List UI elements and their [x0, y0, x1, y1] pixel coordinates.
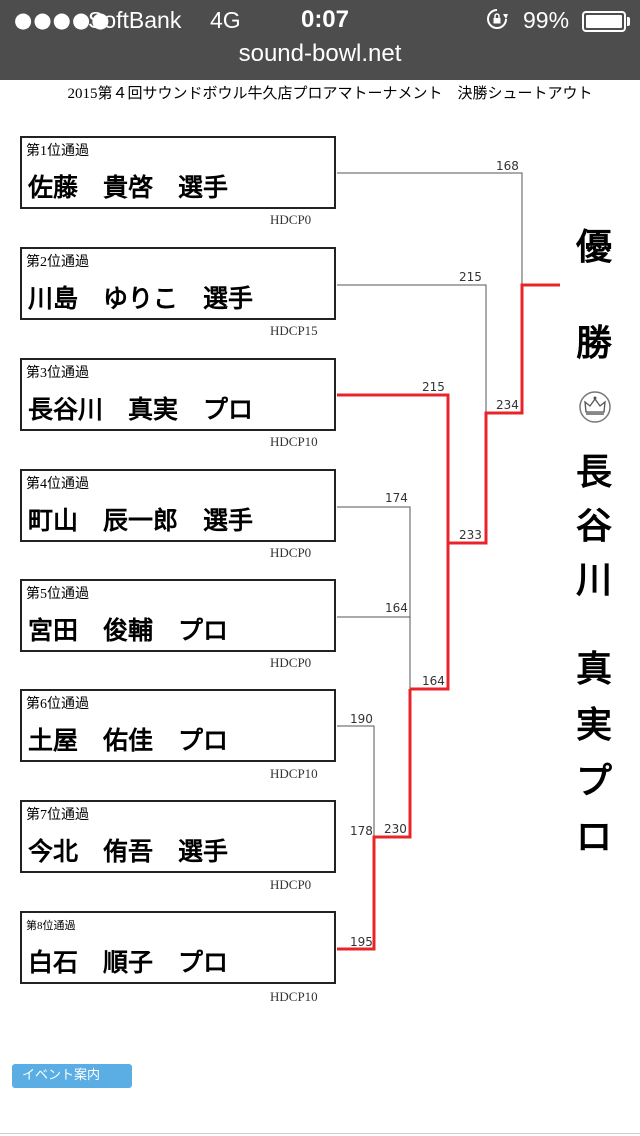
- champion-label-1: 優: [575, 226, 612, 268]
- carrier-name: SoftBank: [88, 7, 182, 33]
- champion-name-char: ロ: [575, 816, 612, 858]
- player-name: 宮田 俊輔 プロ: [28, 616, 229, 645]
- player-card-1: 第1位通過 佐藤 貴啓 選手: [20, 136, 336, 209]
- champion-label-2: 勝: [575, 322, 612, 364]
- score-label: 233: [459, 528, 482, 542]
- player-handicap: HDCP10: [270, 434, 318, 449]
- crown-icon: [579, 391, 611, 423]
- player-card-2: 第2位通過 川島 ゆりこ 選手: [20, 247, 336, 320]
- player-card-4: 第4位通過 町山 辰一郎 選手: [20, 469, 336, 542]
- score-label: 234: [496, 398, 519, 412]
- player-name: 佐藤 貴啓 選手: [28, 173, 229, 202]
- bracket-line-match2: [337, 616, 411, 689]
- champion-name-char: 川: [575, 559, 612, 601]
- battery-tip: [627, 17, 630, 26]
- player-card-6: 第6位通過 土屋 佑佳 プロ: [20, 689, 336, 762]
- bracket-line-match1: [337, 725, 375, 840]
- player-handicap: HDCP0: [270, 877, 312, 892]
- player-handicap: HDCP0: [270, 212, 312, 227]
- seed-label: 第4位通過: [26, 477, 89, 492]
- seed-label: 第6位通過: [26, 697, 89, 712]
- battery-level: [586, 15, 622, 28]
- address-bar-url[interactable]: sound-bowl.net: [238, 40, 402, 67]
- champion-name-char: 谷: [575, 505, 612, 547]
- score-label: 230: [384, 822, 407, 836]
- seed-label: 第1位通過: [26, 144, 89, 159]
- champion-name-char: プ: [575, 760, 612, 802]
- clock-time: 0:07: [300, 6, 350, 33]
- player-handicap: HDCP10: [270, 766, 318, 781]
- battery-icon: [582, 11, 626, 32]
- player-card-5: 第5位通過 宮田 俊輔 プロ: [20, 579, 336, 652]
- score-label: 215: [459, 270, 482, 284]
- player-name: 川島 ゆりこ 選手: [28, 284, 254, 313]
- bracket-line-match3: [337, 506, 411, 617]
- champion-name-char: 真: [575, 648, 612, 690]
- player-card-7: 第7位通過 今北 侑吾 選手: [20, 800, 336, 873]
- score-label: 215: [422, 380, 445, 394]
- score-label: 164: [422, 674, 445, 688]
- score-label: 168: [496, 159, 519, 173]
- player-handicap: HDCP0: [270, 655, 312, 670]
- player-handicap: HDCP10: [270, 989, 318, 1004]
- champion-name-char: 実: [575, 704, 612, 746]
- player-card-8: 第8位通過 白石 順子 プロ: [20, 911, 336, 984]
- bracket-line-match5: [337, 284, 487, 413]
- player-name: 白石 順子 プロ: [28, 948, 229, 977]
- status-bar: ●●●●● SoftBank 4G 0:07 99% sound-bowl.ne…: [0, 0, 640, 80]
- score-label: 174: [385, 491, 408, 505]
- tournament-title: 2015第４回サウンドボウル牛久店プロアマトーナメント 決勝シュートアウト: [67, 86, 593, 102]
- seed-label: 第5位通過: [26, 587, 89, 602]
- winner-path: [337, 283, 560, 951]
- player-handicap: HDCP15: [270, 323, 318, 338]
- player-card-3: 第3位通過 長谷川 真実 プロ: [20, 358, 336, 431]
- player-name: 土屋 佑佳 プロ: [28, 726, 229, 755]
- event-info-button[interactable]: イベント案内: [12, 1064, 132, 1088]
- bracket-line-match4: [410, 543, 449, 690]
- bracket-line-match6: [337, 172, 523, 285]
- champion-name-char: 長: [575, 451, 612, 493]
- seed-label: 第7位通過: [26, 808, 89, 823]
- player-name: 長谷川 真実 プロ: [28, 395, 254, 424]
- player-name: 今北 侑吾 選手: [28, 837, 229, 866]
- score-label: 195: [350, 935, 373, 949]
- battery-percent: 99%: [523, 7, 570, 33]
- score-label: 164: [385, 601, 408, 615]
- seed-label: 第8位通過: [26, 920, 76, 932]
- seed-label: 第3位通過: [26, 366, 89, 381]
- signal-strength-icon: ●●●●●: [14, 8, 111, 32]
- rotation-lock-icon: [487, 9, 508, 29]
- player-handicap: HDCP0: [270, 545, 312, 560]
- seed-label: 第2位通過: [26, 255, 89, 270]
- score-label: 178: [350, 824, 373, 838]
- page-divider: [0, 1133, 640, 1134]
- player-name: 町山 辰一郎 選手: [28, 506, 254, 535]
- network-type: 4G: [210, 7, 241, 33]
- score-label: 190: [350, 712, 373, 726]
- bracket-lines: [337, 172, 523, 840]
